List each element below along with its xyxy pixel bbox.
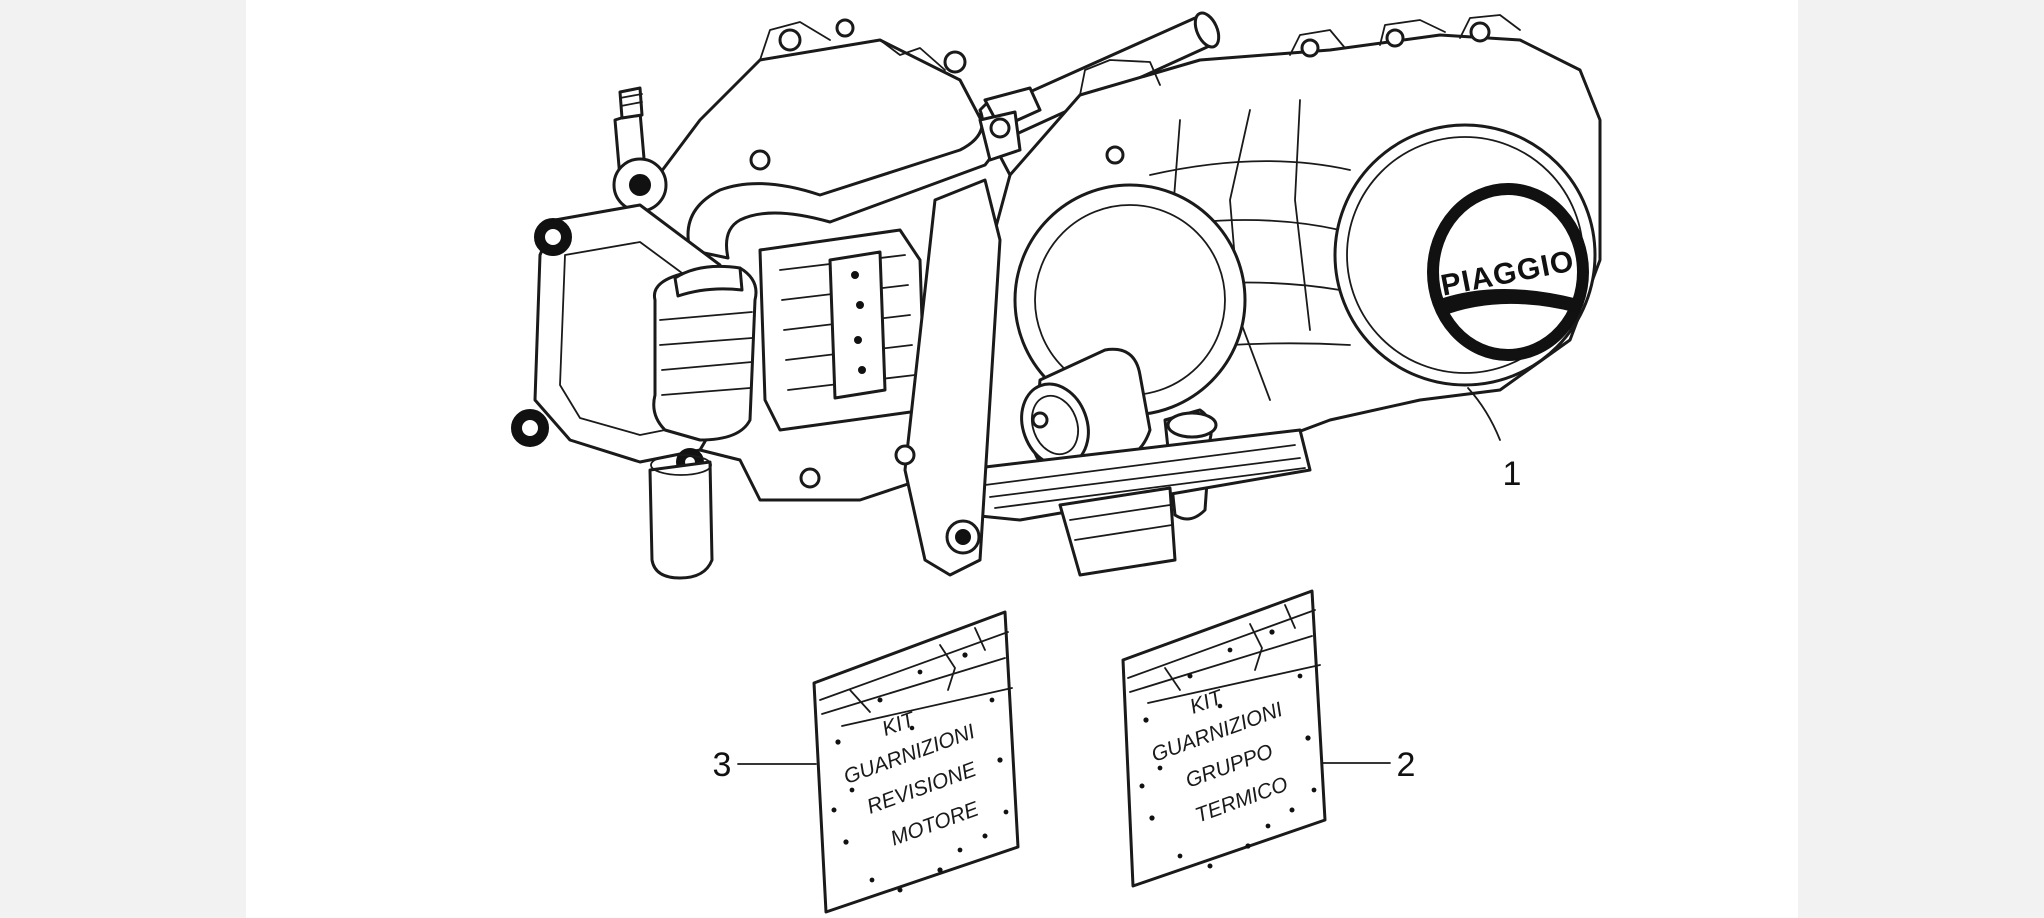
gasket-kit-thermal-bag: KIT GUARNIZIONI GRUPPO TERMICO — [1121, 589, 1327, 888]
callout-number-2: 2 — [1397, 746, 1416, 784]
callout-number-1: 1 — [1503, 455, 1522, 493]
callout-1-engine: 1 — [1467, 387, 1522, 493]
engine-assembly: PIAGGIO — [511, 11, 1602, 580]
callout-3-overhaul-kit: 3 — [713, 746, 817, 784]
gasket-kit-overhaul-bag: KIT GUARNIZIONI REVISIONE MOTORE — [812, 610, 1020, 914]
callout-number-3: 3 — [713, 746, 732, 784]
callout-2-thermal-kit: 2 — [1322, 746, 1416, 784]
